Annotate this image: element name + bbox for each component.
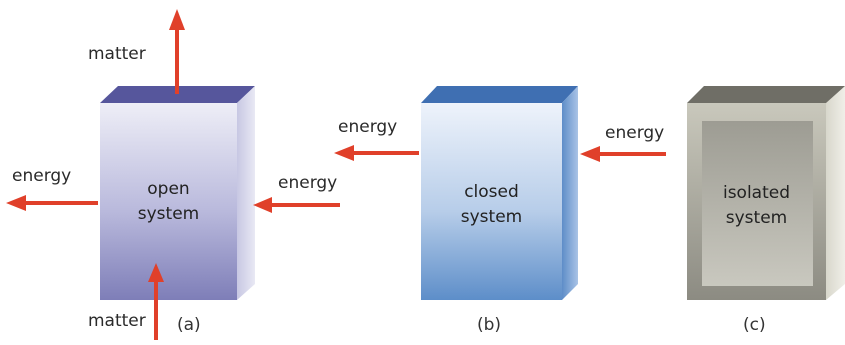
energy-in-label-a: energy <box>278 175 337 192</box>
caption-c: (c) <box>743 317 766 334</box>
closed-system-label: closed system <box>421 180 562 229</box>
energy-out-label-a: energy <box>12 168 71 185</box>
energy-out-label-b: energy <box>338 119 397 136</box>
energy-in-arrow-a <box>253 197 340 213</box>
matter-out-label: matter <box>88 46 146 63</box>
isolated-system-line1: isolated <box>687 181 826 206</box>
closed-system-line2: system <box>421 205 562 230</box>
energy-out-arrow-b <box>334 145 419 161</box>
open-system-side-face <box>237 86 255 300</box>
isolated-system-side-face <box>826 86 845 300</box>
caption-b: (b) <box>477 317 501 334</box>
closed-system-side-face <box>562 86 578 300</box>
open-system-label: open system <box>100 177 237 226</box>
isolated-system-label: isolated system <box>687 181 826 230</box>
open-system-line1: open <box>100 177 237 202</box>
open-system-line2: system <box>100 202 237 227</box>
closed-system-top-face <box>421 86 578 103</box>
matter-out-arrow <box>169 9 185 94</box>
energy-in-label-b: energy <box>605 125 664 142</box>
energy-out-arrow-a <box>6 195 98 211</box>
closed-system-line1: closed <box>421 180 562 205</box>
caption-a: (a) <box>177 317 201 334</box>
isolated-system-top-face <box>687 86 845 103</box>
matter-in-label: matter <box>88 313 146 330</box>
isolated-system-line2: system <box>687 206 826 231</box>
energy-in-arrow-b <box>580 146 666 162</box>
